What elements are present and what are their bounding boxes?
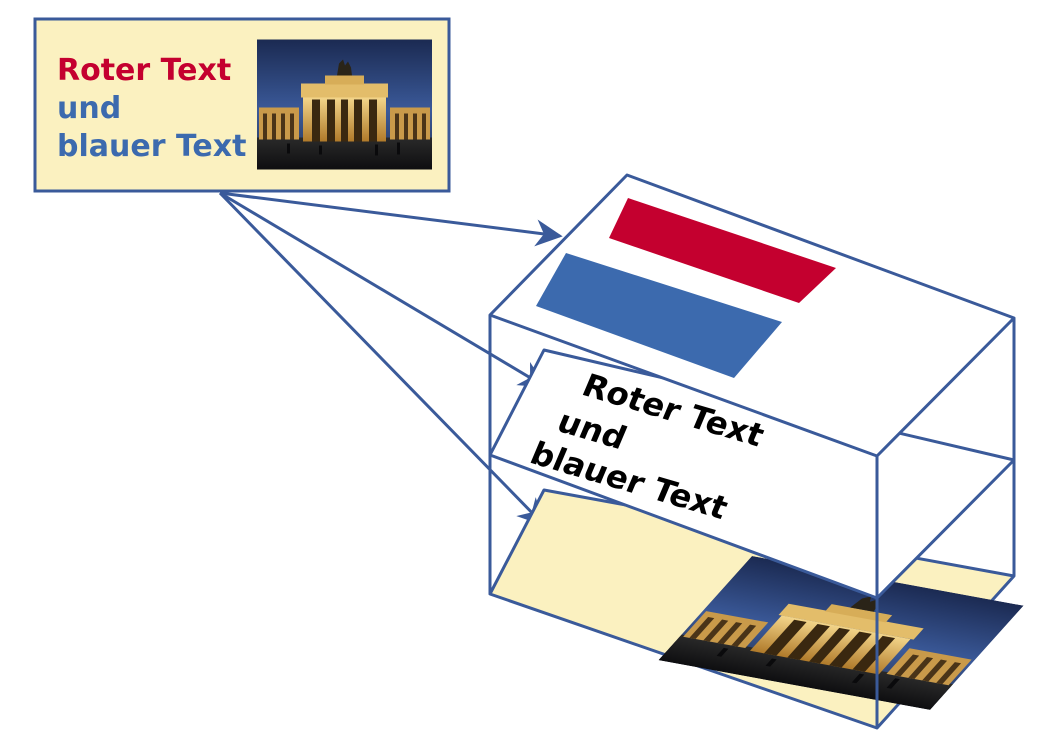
- source-page: Roter Text und blauer Text: [33, 17, 451, 193]
- layer-box: Roter Text und blauer Text: [488, 173, 1024, 730]
- red-color-bar: [609, 198, 836, 303]
- blue-color-bar: [536, 253, 782, 378]
- source-blue-text-und: und: [57, 91, 121, 126]
- source-photo: [257, 39, 432, 170]
- arrow-to-color-layer: [219, 191, 563, 247]
- source-red-text: Roter Text: [57, 53, 231, 88]
- source-blue-text: blauer Text: [57, 129, 246, 164]
- arrows: [218, 191, 563, 526]
- arrow-to-image-layer: [218, 191, 545, 526]
- box-edges: [488, 315, 1016, 728]
